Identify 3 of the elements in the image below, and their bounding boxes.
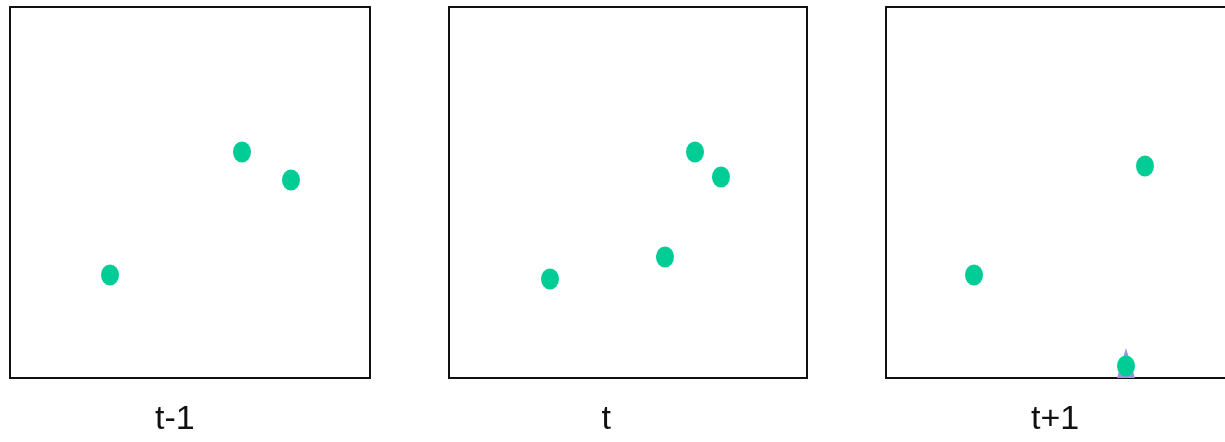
frame-label: t-1: [155, 397, 195, 437]
frame-label: t: [601, 397, 611, 437]
frame-label: t+1: [1031, 397, 1080, 437]
